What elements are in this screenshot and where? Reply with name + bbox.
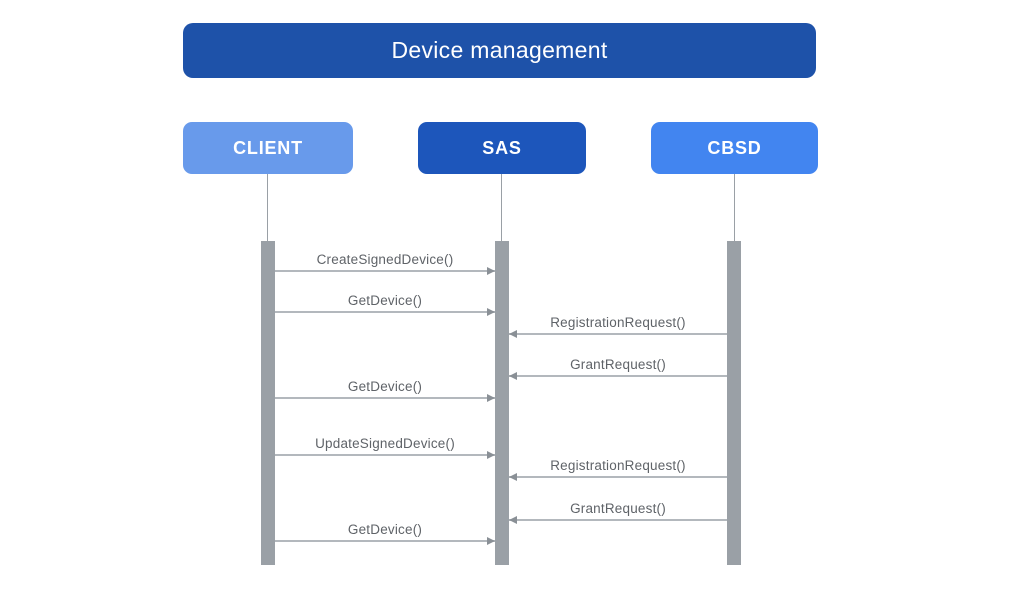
arrow-left-icon (509, 371, 517, 380)
message-get-device-3: GetDevice() (275, 522, 495, 545)
lifeline-sas (501, 174, 502, 241)
message-grant-request-2: GrantRequest() (509, 501, 727, 524)
lifeline-client (267, 174, 268, 241)
message-label: GetDevice() (347, 522, 423, 537)
message-label: RegistrationRequest() (550, 315, 686, 330)
activation-bar-sas (495, 241, 509, 565)
actor-label-sas: SAS (482, 137, 522, 158)
message-create-signed-device: CreateSignedDevice() (275, 252, 495, 275)
message-registration-request-2: RegistrationRequest() (509, 458, 727, 481)
message-label: GrantRequest() (570, 357, 666, 372)
lifeline-cbsd (734, 174, 735, 241)
message-line (275, 397, 495, 399)
message-line (509, 333, 727, 335)
actor-box-cbsd: CBSD (651, 122, 818, 174)
arrow-right-icon (487, 266, 495, 275)
actor-box-client: CLIENT (183, 122, 353, 174)
actor-label-client: CLIENT (233, 137, 303, 158)
message-line (275, 540, 495, 542)
message-line (509, 476, 727, 478)
message-registration-request-1: RegistrationRequest() (509, 315, 727, 338)
message-get-device-2: GetDevice() (275, 379, 495, 402)
activation-bar-client (261, 241, 275, 565)
message-line (275, 311, 495, 313)
message-update-signed-device: UpdateSignedDevice() (275, 436, 495, 459)
message-line (509, 375, 727, 377)
arrow-right-icon (487, 307, 495, 316)
message-line (509, 519, 727, 521)
arrow-left-icon (509, 515, 517, 524)
arrow-left-icon (509, 329, 517, 338)
message-label: CreateSignedDevice() (316, 252, 454, 267)
message-label: RegistrationRequest() (550, 458, 686, 473)
activation-bar-cbsd (727, 241, 741, 565)
message-grant-request-1: GrantRequest() (509, 357, 727, 380)
message-get-device-1: GetDevice() (275, 293, 495, 316)
arrow-left-icon (509, 472, 517, 481)
actor-label-cbsd: CBSD (707, 137, 762, 158)
arrow-right-icon (487, 536, 495, 545)
message-label: GrantRequest() (570, 501, 666, 516)
actor-box-sas: SAS (418, 122, 586, 174)
message-line (275, 270, 495, 272)
message-label: GetDevice() (347, 379, 423, 394)
message-label: UpdateSignedDevice() (315, 436, 455, 451)
arrow-right-icon (487, 393, 495, 402)
message-line (275, 454, 495, 456)
diagram-title-banner: Device management (183, 23, 816, 78)
message-label: GetDevice() (347, 293, 423, 308)
arrow-right-icon (487, 450, 495, 459)
diagram-title: Device management (391, 37, 608, 63)
